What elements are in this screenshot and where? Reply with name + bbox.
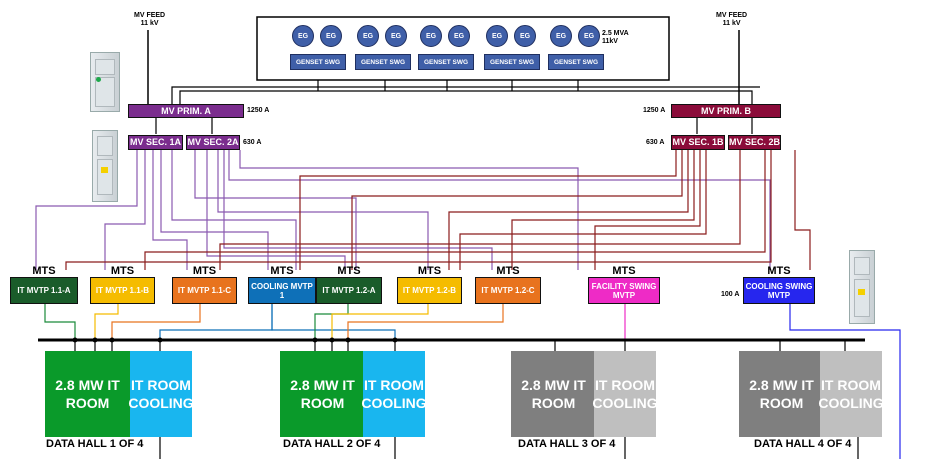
hall-3-caption: DATA HALL 3 OF 4 — [518, 438, 616, 450]
prim-a-to-sec — [155, 118, 213, 134]
mts-label-8: MTS — [612, 265, 636, 277]
genset-eg-1-2[interactable]: EG — [320, 25, 342, 47]
busbar-taps — [74, 340, 846, 351]
genset-eg-5-1[interactable]: EG — [550, 25, 572, 47]
mv-sec-1b-bus[interactable]: MV SEC. 1B — [671, 135, 725, 150]
genset-eg-4-2[interactable]: EG — [514, 25, 536, 47]
busbar-nodes — [72, 337, 398, 343]
mv-sec-2a-rating: 630 A — [243, 139, 262, 146]
mts-label-5: MTS — [337, 265, 361, 277]
mv-sec-1b-rating: 630 A — [646, 139, 665, 146]
mvtp-box-2[interactable]: IT MVTP 1.1-B — [90, 277, 155, 304]
mvtp-box-4[interactable]: COOLING MVTP 1 — [248, 277, 316, 304]
hall-3-it-room[interactable]: 2.8 MW IT ROOM — [511, 351, 596, 437]
cooling-swing-rating: 100 A — [721, 291, 740, 298]
mts-label-7: MTS — [496, 265, 520, 277]
genset-swg-5[interactable]: GENSET SWG — [548, 54, 604, 70]
lv-ties — [44, 304, 901, 459]
mts-label-3: MTS — [192, 265, 217, 277]
mv-prim-a-rating: 1250 A — [247, 107, 270, 114]
mts-label-2: MTS — [110, 265, 135, 277]
hall-4-caption: DATA HALL 4 OF 4 — [754, 438, 852, 450]
mv-prim-b-bus[interactable]: MV PRIM. B — [671, 104, 781, 118]
genset-tie-b — [171, 86, 760, 104]
hall-4-cooling[interactable]: IT ROOM COOLING — [818, 351, 884, 437]
mv-sec-1a-bus[interactable]: MV SEC. 1A — [128, 135, 183, 150]
mts-label-1: MTS — [32, 265, 56, 277]
genset-eg-1-1[interactable]: EG — [292, 25, 314, 47]
mvtp-box-5[interactable]: IT MVTP 1.2-A — [316, 277, 382, 304]
mts-label-9: MTS — [767, 265, 791, 277]
genset-eg-2-2[interactable]: EG — [385, 25, 407, 47]
hall-4-it-room[interactable]: 2.8 MW IT ROOM — [739, 351, 824, 437]
mvtp-box-1[interactable]: IT MVTP 1.1-A — [10, 277, 78, 304]
genset-swg-2[interactable]: GENSET SWG — [355, 54, 411, 70]
hall-exits — [159, 437, 859, 459]
mts-label-4: MTS — [270, 265, 294, 277]
mvtp-box-8[interactable]: FACILITY SWING MVTP — [588, 277, 660, 304]
hall-2-caption: DATA HALL 2 OF 4 — [283, 438, 381, 450]
hall-1-cooling[interactable]: IT ROOM COOLING — [128, 351, 194, 437]
mv-prim-a-bus[interactable]: MV PRIM. A — [128, 104, 244, 118]
genset-swg-3[interactable]: GENSET SWG — [418, 54, 474, 70]
mvtp-box-7[interactable]: IT MVTP 1.2-C — [475, 277, 541, 304]
feeders-side-a — [35, 150, 771, 270]
mvtp-box-3[interactable]: IT MVTP 1.1-C — [172, 277, 237, 304]
switchgear-cabinet-image-1 — [90, 52, 120, 112]
mts-label-6: MTS — [417, 265, 442, 277]
genset-eg-4-1[interactable]: EG — [486, 25, 508, 47]
prim-b-to-sec — [696, 118, 753, 134]
switchgear-cabinet-image-2 — [92, 130, 118, 202]
mvtp-box-9[interactable]: COOLING SWING MVTP — [743, 277, 815, 304]
genset-enclosure — [256, 16, 670, 81]
genset-eg-5-2[interactable]: EG — [578, 25, 600, 47]
hall-1-it-room[interactable]: 2.8 MW IT ROOM — [45, 351, 130, 437]
mv-sec-2b-bus[interactable]: MV SEC. 2B — [728, 135, 781, 150]
genset-eg-2-1[interactable]: EG — [357, 25, 379, 47]
switchgear-cabinet-image-3 — [849, 250, 875, 324]
mvtp-box-6[interactable]: IT MVTP 1.2-B — [397, 277, 462, 304]
feeders-side-b — [65, 150, 811, 270]
mv-prim-b-rating: 1250 A — [643, 107, 666, 114]
hall-3-cooling[interactable]: IT ROOM COOLING — [592, 351, 658, 437]
hall-1-caption: DATA HALL 1 OF 4 — [46, 438, 144, 450]
genset-swg-4[interactable]: GENSET SWG — [484, 54, 540, 70]
genset-eg-3-1[interactable]: EG — [420, 25, 442, 47]
hall-2-it-room[interactable]: 2.8 MW IT ROOM — [280, 351, 365, 437]
mv-sec-2a-bus[interactable]: MV SEC. 2A — [186, 135, 240, 150]
genset-eg-3-2[interactable]: EG — [448, 25, 470, 47]
genset-tie-a — [179, 90, 753, 104]
genset-swg-1[interactable]: GENSET SWG — [290, 54, 346, 70]
hall-2-cooling[interactable]: IT ROOM COOLING — [361, 351, 427, 437]
